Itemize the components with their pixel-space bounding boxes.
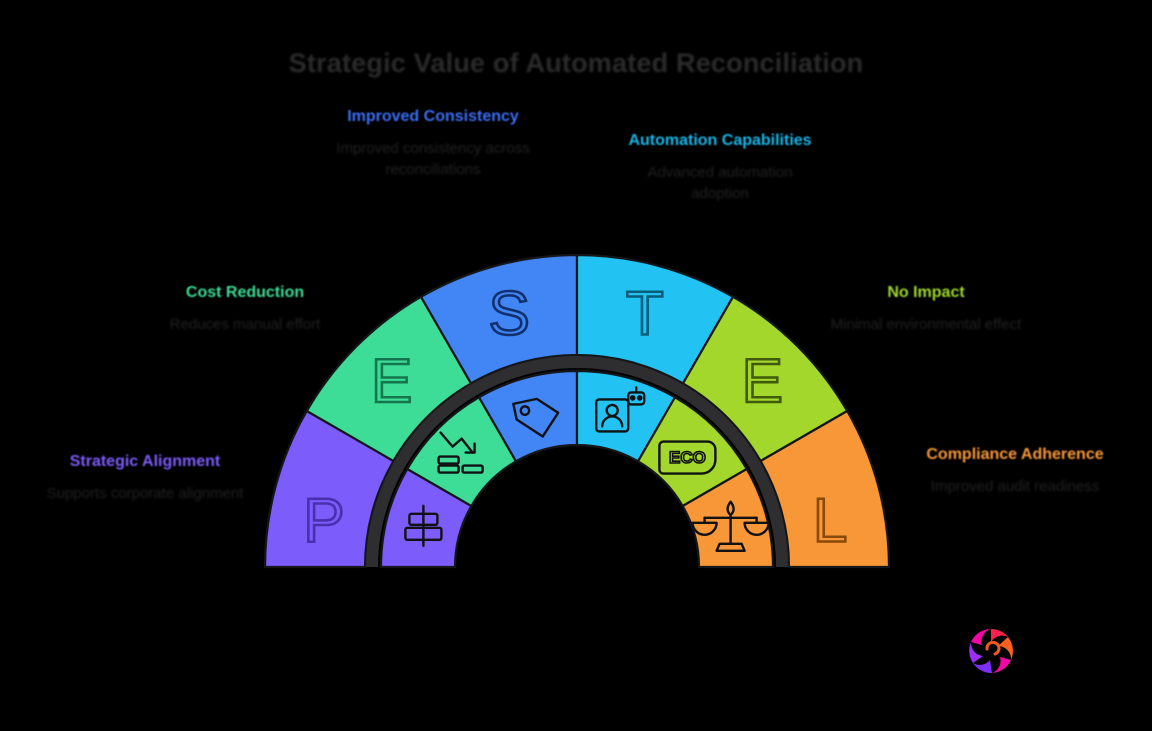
segment-letter-economic: E: [371, 347, 412, 416]
scales-of-justice-icon: [691, 500, 770, 552]
callout-body: Advanced automation adoption: [647, 164, 793, 202]
government-icon: [404, 504, 443, 547]
cost-decrease-icon: [437, 431, 484, 474]
automation-robot-icon: [595, 386, 646, 433]
segment-outer-legal[interactable]: [759, 409, 891, 569]
callout-heading: No Impact: [887, 284, 965, 301]
eco-icon: ECO: [658, 440, 717, 475]
callout-automation-capabilities: Automation Capabilities Advanced automat…: [620, 131, 820, 204]
segment-letter-technological: T: [626, 279, 664, 348]
callout-compliance-adherence: Compliance Adherence Improved audit read…: [900, 445, 1130, 498]
callout-body: Improved consistency across reconciliati…: [336, 140, 530, 178]
segment-letter-legal: L: [813, 487, 847, 556]
callout-improved-consistency: Improved Consistency Improved consistenc…: [333, 107, 533, 180]
callout-heading: Strategic Alignment: [69, 453, 221, 470]
page-title: Strategic Value of Automated Reconciliat…: [288, 48, 864, 78]
callout-body: Reduces manual effort: [169, 316, 321, 334]
callout-cost-reduction: Cost Reduction Reduces manual effort: [150, 283, 340, 336]
callout-heading: Compliance Adherence: [926, 446, 1104, 463]
callout-strategic-alignment: Strategic Alignment Supports corporate a…: [30, 452, 260, 505]
price-tag-icon: [512, 397, 560, 438]
callout-body: Supports corporate alignment: [46, 485, 244, 503]
segment-letter-environmental: E: [742, 347, 783, 416]
brand-logo: [962, 622, 1020, 680]
callout-heading: Improved Consistency: [347, 108, 519, 125]
segment-letter-social: S: [489, 279, 530, 348]
ring-divider: [366, 356, 788, 568]
callout-body: Improved audit readiness: [930, 478, 1100, 496]
callout-heading: Cost Reduction: [185, 284, 305, 301]
svg-text:ECO: ECO: [669, 448, 706, 467]
callout-body: Minimal environmental effect: [830, 316, 1022, 334]
callout-heading: Automation Capabilities: [628, 132, 812, 149]
segment-letter-political: P: [303, 487, 344, 556]
callout-no-impact: No Impact Minimal environmental effect: [826, 283, 1026, 336]
